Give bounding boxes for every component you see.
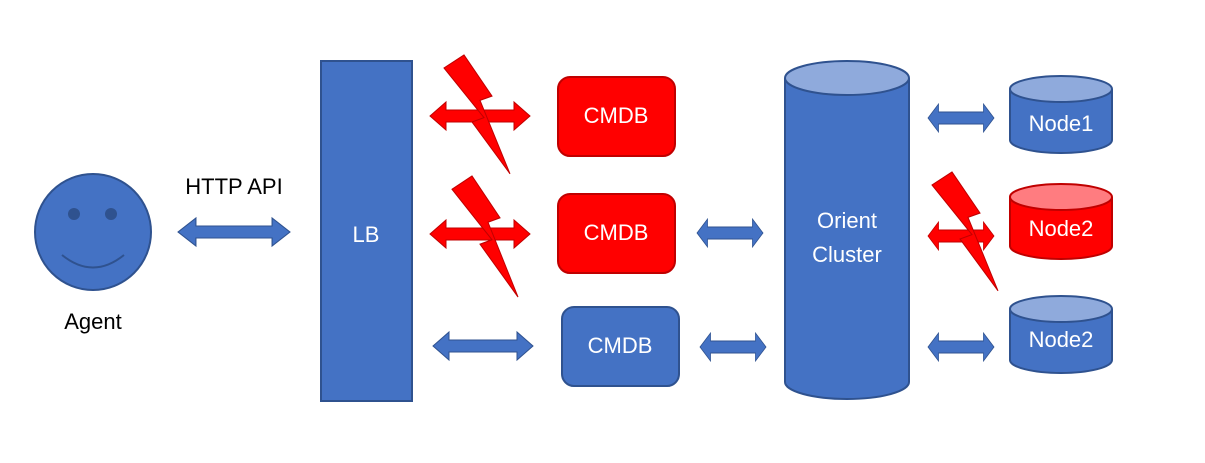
cmdb3-cluster-arrow [699, 332, 767, 362]
agent-left-eye [68, 208, 80, 220]
node1-cylinder [1009, 75, 1113, 154]
load-balancer-box [320, 60, 413, 402]
cmdb-label-3: CMDB [588, 333, 653, 358]
http-api-label: HTTP API [185, 174, 282, 199]
agent-lb-arrow [177, 217, 291, 247]
agent-icon [34, 173, 152, 291]
cluster-node3-arrow [927, 332, 995, 362]
node2-failed-cylinder [1009, 183, 1113, 260]
cmdb-box-2 [557, 193, 676, 274]
agent-face [34, 173, 152, 291]
cluster-node1-arrow [927, 103, 995, 133]
load-balancer-label: LB [353, 222, 380, 247]
node2-ok-cylinder [1009, 295, 1113, 374]
agent-smile [61, 254, 125, 269]
cmdb-box-1 [557, 76, 676, 157]
node2-failed-label: Node2 [1029, 216, 1094, 241]
cmdb-box-3 [561, 306, 680, 387]
agent-right-eye [105, 208, 117, 220]
node2-ok-label: Node2 [1029, 327, 1094, 352]
cmdb2-cluster-arrow [696, 218, 764, 248]
orient-cluster-cylinder [784, 60, 910, 400]
cluster-label-line2: Cluster [812, 242, 882, 267]
cluster-label-line1: Orient [817, 208, 877, 233]
cluster-node2-arrow [927, 221, 995, 251]
lb-cmdb3-arrow [432, 331, 534, 361]
cmdb-label-1: CMDB [584, 103, 649, 128]
agent-label: Agent [64, 309, 122, 334]
cmdb-label-2: CMDB [584, 220, 649, 245]
node1-label: Node1 [1029, 111, 1094, 136]
